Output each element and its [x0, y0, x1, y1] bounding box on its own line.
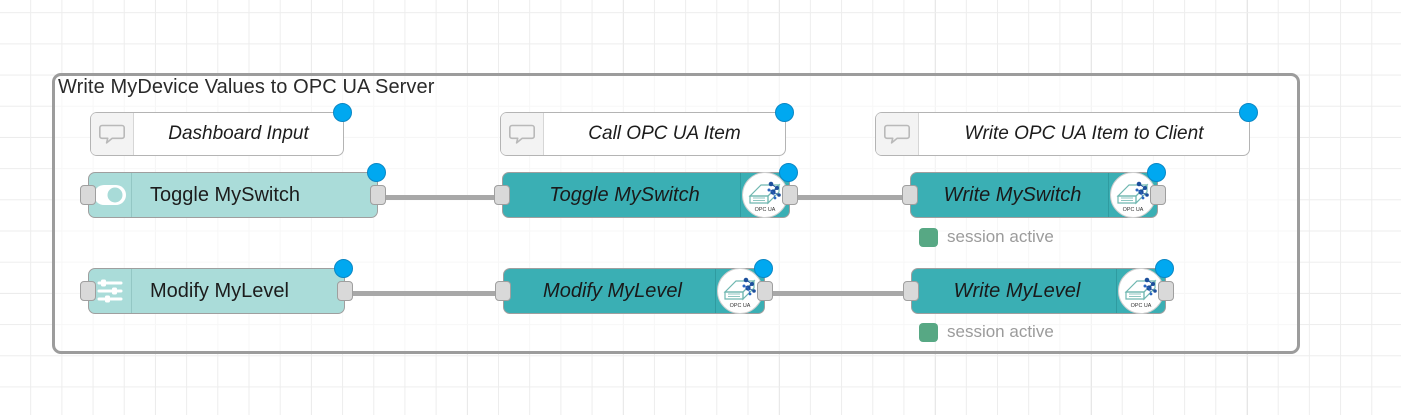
- node-write-myswitch-opcua[interactable]: Write MySwitch: [902, 163, 1166, 218]
- node-input-port[interactable]: [495, 281, 511, 301]
- node-label: Write MyLevel: [953, 279, 1081, 302]
- opcua-logo-caption: OPC UA: [755, 207, 776, 213]
- comment-node-call-opc-ua-item[interactable]: Call OPC UA Item: [500, 103, 794, 156]
- sliders-icon: [89, 269, 132, 313]
- node-label: Write MySwitch: [943, 183, 1082, 206]
- node-input-port[interactable]: [902, 185, 918, 205]
- node-toggle-myswitch-dashboard[interactable]: Toggle MySwitch: [80, 163, 386, 218]
- node-label: Toggle MySwitch: [150, 183, 301, 206]
- status-label: session active: [947, 227, 1054, 246]
- node-toggle-myswitch-opcua[interactable]: Toggle MySwitch: [494, 163, 798, 218]
- node-input-port[interactable]: [80, 281, 96, 301]
- changed-indicator-dot: [754, 259, 773, 278]
- node-output-port[interactable]: [1158, 281, 1174, 301]
- opcua-logo-icon: OPC UA: [1116, 268, 1165, 314]
- wire-modify-opcua-to-write[interactable]: [757, 291, 911, 296]
- node-output-port[interactable]: [1150, 185, 1166, 205]
- opcua-logo-caption: OPC UA: [1123, 207, 1144, 213]
- comment-node-label: Dashboard Input: [168, 123, 309, 144]
- node-modify-mylevel-opcua[interactable]: Modify MyLevel: [495, 259, 773, 314]
- opcua-logo-icon: OPC UA: [740, 172, 789, 218]
- comment-bubble-icon: [501, 113, 544, 155]
- status-label: session active: [947, 322, 1054, 341]
- changed-indicator-dot: [779, 163, 798, 182]
- changed-indicator-dot: [333, 103, 352, 122]
- comment-node-label: Call OPC UA Item: [588, 123, 741, 144]
- node-output-port[interactable]: [337, 281, 353, 301]
- node-output-port[interactable]: [757, 281, 773, 301]
- node-label: Modify MyLevel: [150, 279, 289, 302]
- node-input-port[interactable]: [903, 281, 919, 301]
- node-group-title: Write MyDevice Values to OPC UA Server: [58, 76, 435, 98]
- node-input-port[interactable]: [80, 185, 96, 205]
- changed-indicator-dot: [775, 103, 794, 122]
- opcua-logo-icon: OPC UA: [1108, 172, 1157, 218]
- changed-indicator-dot: [1147, 163, 1166, 182]
- toggle-switch-icon: [89, 173, 132, 217]
- wire-toggle-opcua-to-write[interactable]: [782, 195, 910, 200]
- status-write-mylevel: session active: [919, 322, 1054, 342]
- opcua-logo-caption: OPC UA: [1131, 303, 1152, 309]
- wire-modify-dashboard-to-opcua[interactable]: [345, 291, 503, 296]
- comment-bubble-icon: [876, 113, 919, 155]
- node-output-port[interactable]: [782, 185, 798, 205]
- node-label: Modify MyLevel: [543, 279, 682, 302]
- comment-node-dashboard-input[interactable]: Dashboard Input: [90, 103, 352, 156]
- node-modify-mylevel-dashboard[interactable]: Modify MyLevel: [80, 259, 353, 314]
- status-dot-green: [919, 322, 938, 342]
- node-input-port[interactable]: [494, 185, 510, 205]
- node-write-mylevel-opcua[interactable]: Write MyLevel: [903, 259, 1174, 314]
- changed-indicator-dot: [367, 163, 386, 182]
- node-output-port[interactable]: [370, 185, 386, 205]
- status-write-myswitch: session active: [919, 227, 1054, 247]
- opcua-logo-caption: OPC UA: [730, 303, 751, 309]
- status-dot-green: [919, 227, 938, 247]
- comment-bubble-icon: [91, 113, 134, 155]
- changed-indicator-dot: [334, 259, 353, 278]
- changed-indicator-dot: [1155, 259, 1174, 278]
- node-label: Toggle MySwitch: [549, 183, 700, 206]
- changed-indicator-dot: [1239, 103, 1258, 122]
- comment-node-write-opc-ua-item-to-client[interactable]: Write OPC UA Item to Client: [875, 103, 1258, 156]
- wire-toggle-dashboard-to-opcua[interactable]: [378, 195, 502, 200]
- comment-node-label: Write OPC UA Item to Client: [964, 123, 1204, 144]
